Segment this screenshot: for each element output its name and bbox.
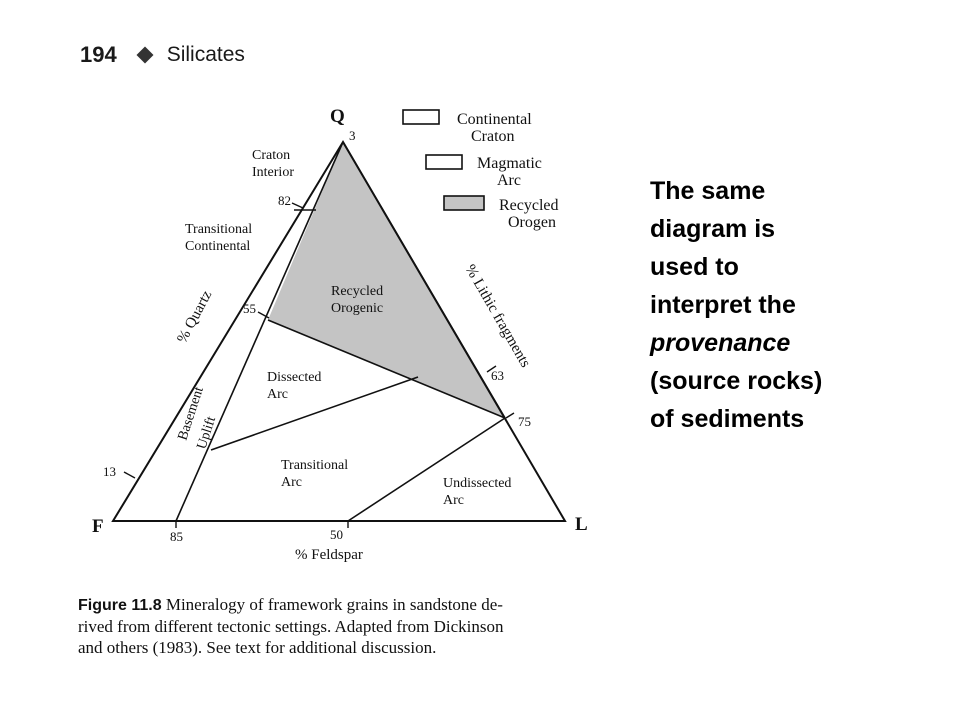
- annotation-line-6: (source rocks): [650, 367, 823, 395]
- region-label-undissected-arc-1: Undissected: [443, 476, 511, 491]
- legend-swatch-magmatic-arc: [425, 154, 463, 170]
- region-label-craton-interior-2: Interior: [252, 165, 294, 180]
- region-label-dissected-arc-1: Dissected: [267, 370, 321, 385]
- tick-13: [123, 471, 136, 479]
- lithic-axis-title: % Lithic fragments: [462, 262, 534, 370]
- annotation-line-7: of sediments: [650, 405, 805, 433]
- caption-line-1: Figure 11.8 Mineralogy of framework grai…: [78, 594, 598, 616]
- legend-label-continental-craton-1: Continental: [457, 111, 532, 128]
- tick-63: [486, 365, 497, 373]
- region-label-transitional-continental-2: Continental: [185, 239, 250, 254]
- recycled-orogenic-region: [268, 142, 505, 418]
- legend: Continental Craton Magmatic Arc Recycled…: [402, 109, 559, 231]
- legend-label-recycled-orogen-1: Recycled: [499, 197, 559, 214]
- boundary-dissected-transitional: [210, 376, 419, 451]
- legend-label-recycled-orogen-2: Orogen: [508, 214, 556, 231]
- annotation-line-1: The same: [650, 177, 766, 205]
- tick-55: [257, 311, 270, 319]
- page-number: 194: [80, 42, 117, 67]
- section-title: Silicates: [166, 43, 245, 66]
- region-label-undissected-arc-2: Arc: [443, 493, 464, 508]
- caption-line-2: rived from different tectonic settings. …: [78, 617, 504, 636]
- region-label-recycled-orogenic-1: Recycled: [331, 284, 383, 299]
- slide-annotation: The same diagram is used to interpret th…: [650, 172, 880, 438]
- legend-label-magmatic-arc-2: Arc: [497, 172, 521, 189]
- figure-caption: Figure 11.8 Mineralogy of framework grai…: [78, 594, 598, 658]
- annotation-line-2: diagram is: [650, 215, 776, 243]
- boundary-75-50: [347, 417, 506, 522]
- boundary-q-85: [175, 141, 344, 522]
- tick-label-85: 85: [170, 529, 183, 544]
- book-header: 194 Silicates: [80, 40, 245, 70]
- legend-swatch-recycled-orogen: [443, 195, 485, 211]
- region-label-craton-interior-1: Craton: [252, 148, 290, 163]
- tick-label-63: 63: [491, 368, 504, 383]
- legend-label-magmatic-arc-1: Magmatic: [477, 155, 542, 172]
- tick-label-13: 13: [103, 464, 116, 479]
- apex-l-label: L: [575, 514, 588, 535]
- tick-label-82: 82: [278, 193, 291, 208]
- quartz-axis-title: % Quartz: [174, 288, 215, 346]
- tick-75: [505, 412, 515, 419]
- region-label-dissected-arc-2: Arc: [267, 387, 288, 402]
- tick-label-50: 50: [330, 527, 343, 542]
- caption-figure-label: Figure 11.8: [78, 597, 162, 614]
- legend-label-continental-craton-2: Craton: [471, 128, 515, 145]
- caption-text-1: Mineralogy of framework grains in sandst…: [165, 595, 503, 614]
- region-label-recycled-orogenic-2: Orogenic: [331, 301, 383, 316]
- annotation-line-3: used to: [650, 253, 739, 281]
- boundary-q-75: [342, 141, 506, 419]
- feldspar-axis-title: % Feldspar: [295, 547, 363, 563]
- tick-82: [291, 202, 304, 209]
- annotation-provenance: provenance: [650, 329, 791, 357]
- annotation-line-5: provenance: [650, 324, 880, 362]
- apex-f-label: F: [92, 516, 104, 537]
- boundary-recycled-arc: [267, 319, 506, 419]
- apex-q-label: Q: [330, 106, 345, 127]
- tick-label-75: 75: [518, 414, 531, 429]
- region-label-transitional-arc-1: Transitional: [281, 458, 348, 473]
- legend-swatch-continental-craton: [402, 109, 440, 125]
- tick-label-55: 55: [243, 301, 256, 316]
- region-label-transitional-continental-1: Transitional: [185, 222, 252, 237]
- annotation-line-4: interpret the: [650, 291, 796, 319]
- region-label-transitional-arc-2: Arc: [281, 475, 302, 490]
- caption-line-3: and others (1983). See text for addition…: [78, 638, 437, 657]
- tick-label-3: 3: [349, 128, 356, 143]
